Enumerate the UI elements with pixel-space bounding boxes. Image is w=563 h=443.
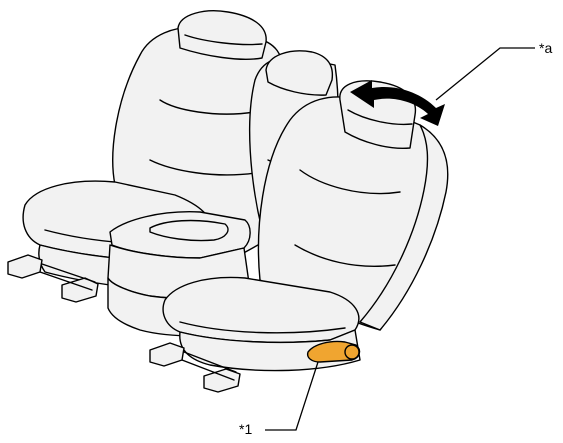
callout-a-leader [436, 48, 535, 100]
left-seat-foot-front [8, 255, 42, 278]
recline-lever-knob [345, 345, 359, 359]
right-seat-foot-rear [204, 369, 240, 392]
left-headrest [178, 11, 266, 59]
callout-label-a: *a [539, 41, 552, 55]
callout-label-1: *1 [239, 422, 252, 436]
right-seat-foot-front [150, 343, 184, 366]
callout-1-leader [265, 362, 318, 430]
